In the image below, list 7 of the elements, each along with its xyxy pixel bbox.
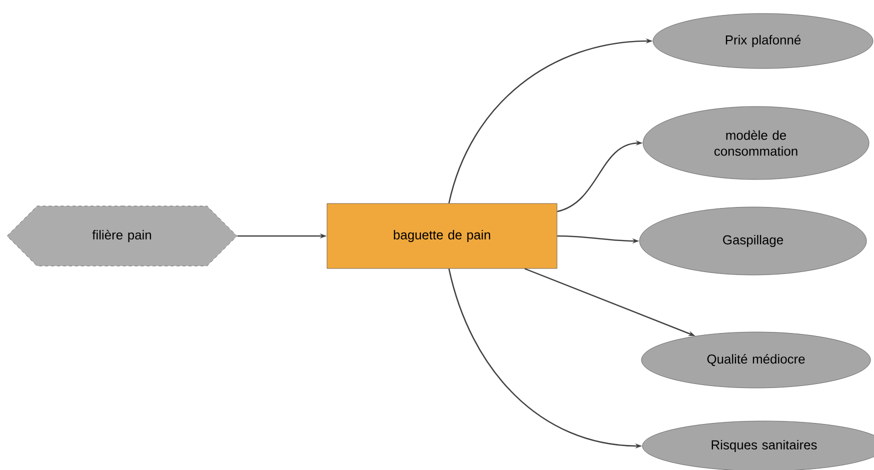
process-box: baguette de pain bbox=[326, 203, 558, 269]
ellipse-node: modèle de consommation bbox=[642, 106, 870, 180]
ellipse-node: Prix plafonné bbox=[652, 13, 874, 69]
hexagon-node: filière pain bbox=[6, 206, 238, 266]
ellipse-node: Gaspillage bbox=[639, 206, 867, 276]
ellipse-node: Qualité médiocre bbox=[641, 332, 871, 388]
ellipse-node: Risques sanitaires bbox=[642, 420, 874, 470]
